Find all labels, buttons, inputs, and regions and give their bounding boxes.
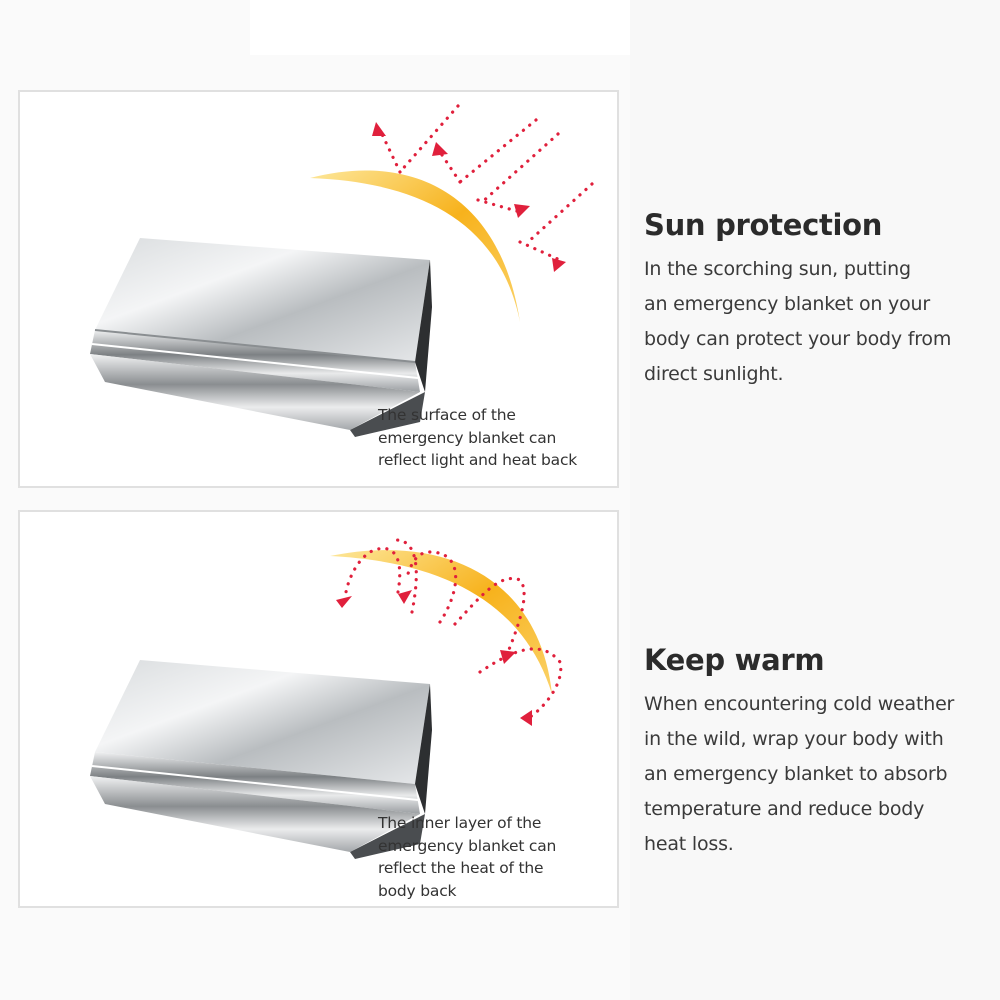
sun-protection-text-line: In the scorching sun, putting bbox=[644, 258, 911, 280]
warmth-arc-icon bbox=[330, 550, 552, 694]
sun-protection-text-line: an emergency blanket on your bbox=[644, 293, 930, 315]
keep-warm-text-line: heat loss. bbox=[644, 833, 734, 855]
sun-protection-illustration-panel: The surface of the emergency blanket can… bbox=[18, 90, 619, 488]
sun-protection-text-line: direct sunlight. bbox=[644, 363, 784, 385]
keep-warm-illustration bbox=[90, 538, 563, 859]
folded-blanket-icon bbox=[90, 238, 432, 437]
keep-warm-text-line: in the wild, wrap your body with bbox=[644, 728, 944, 750]
sun-protection-heading: Sun protection bbox=[644, 208, 883, 242]
folded-blanket-icon bbox=[90, 660, 432, 859]
background-right bbox=[630, 0, 1000, 1000]
keep-warm-illustration-panel: The inner layer of the emergency blanket… bbox=[18, 510, 619, 908]
sun-protection-section: Sun protection In the scorching sun, put… bbox=[644, 208, 984, 392]
keep-warm-heading: Keep warm bbox=[644, 643, 825, 677]
keep-warm-text-line: an emergency blanket to absorb bbox=[644, 763, 948, 785]
keep-warm-text-line: When encountering cold weather bbox=[644, 693, 955, 715]
sun-protection-illustration bbox=[90, 104, 594, 437]
keep-warm-text-line: temperature and reduce body bbox=[644, 798, 925, 820]
reflected-ray-arrows-icon bbox=[378, 104, 594, 262]
keep-warm-caption: The inner layer of the emergency blanket… bbox=[378, 814, 557, 900]
curved-heat-arrows-icon bbox=[344, 538, 563, 719]
sun-protection-text-line: body can protect your body from bbox=[644, 328, 952, 350]
keep-warm-section: Keep warm When encountering cold weather… bbox=[644, 643, 984, 862]
sun-protection-caption: The surface of the emergency blanket can… bbox=[378, 406, 578, 469]
